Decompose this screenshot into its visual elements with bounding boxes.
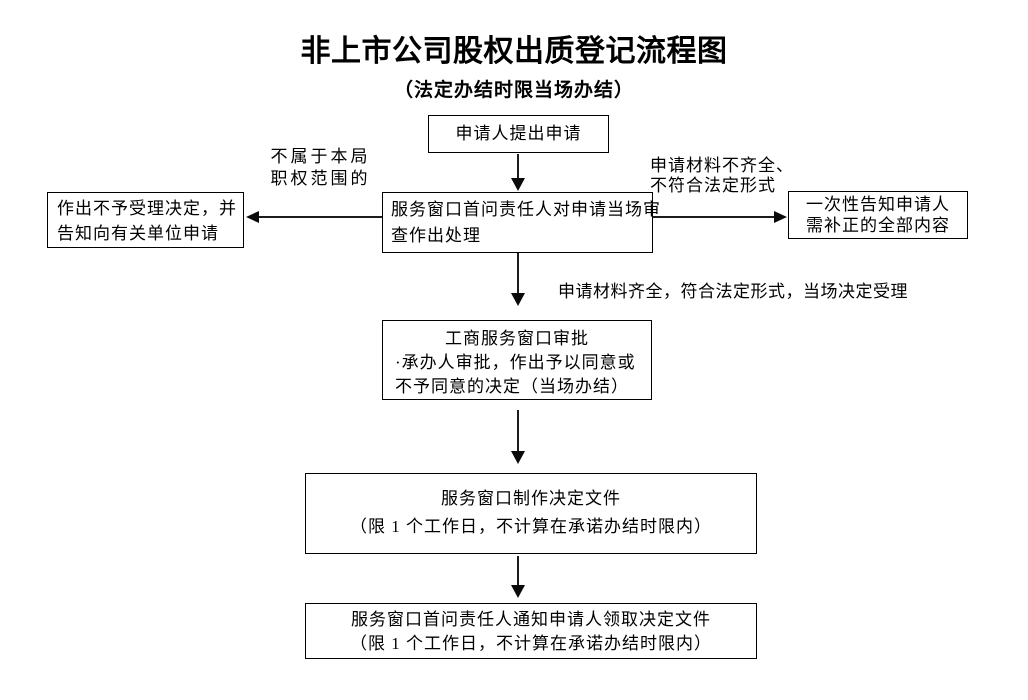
node-notify-correction-box: 一次性告知申请人 需补正的全部内容 bbox=[788, 191, 968, 239]
arrow-head-down-icon bbox=[511, 585, 525, 598]
node-approval-box: 工商服务窗口审批 ·承办人审批，作出予以同意或 不予同意的决定（当场办结） bbox=[382, 320, 652, 400]
node-notify-pickup-box: 服务窗口首问责任人通知申请人领取决定文件 （限 1 个工作日，不计算在承诺办结时… bbox=[305, 603, 757, 659]
node-reject-line2: 告知向有关单位申请 bbox=[57, 224, 219, 243]
edge-label-incomplete-line2: 不符合法定形式 bbox=[650, 176, 776, 195]
arrow-approval-to-document bbox=[517, 410, 519, 452]
node-review-line1: 服务窗口首问责任人对申请当场审 bbox=[391, 200, 661, 219]
arrow-head-left-icon bbox=[246, 211, 259, 223]
arrow-head-down-icon bbox=[511, 293, 525, 306]
arrow-review-to-correction bbox=[653, 216, 775, 218]
node-approval-line2: 不予同意的决定（当场办结） bbox=[395, 377, 629, 396]
arrow-head-down-icon bbox=[511, 451, 525, 464]
node-notify-correction-line1: 一次性告知申请人 bbox=[806, 195, 950, 214]
node-notify-pickup-line1: 服务窗口首问责任人通知申请人领取决定文件 bbox=[351, 610, 711, 629]
page-title: 非上市公司股权出质登记流程图 bbox=[300, 35, 728, 68]
node-make-document-box: 服务窗口制作决定文件 （限 1 个工作日，不计算在承诺办结时限内） bbox=[305, 473, 757, 554]
node-reject-box: 作出不予受理决定，并 告知向有关单位申请 bbox=[47, 192, 244, 248]
arrow-review-to-reject bbox=[257, 216, 382, 218]
arrow-apply-to-review bbox=[517, 154, 519, 180]
edge-label-incomplete: 申请材料不齐全、 不符合法定形式 bbox=[650, 156, 820, 196]
node-notify-pickup-line2: （限 1 个工作日，不计算在承诺办结时限内） bbox=[350, 634, 712, 653]
node-apply-label: 申请人提出申请 bbox=[455, 124, 582, 143]
edge-label-complete: 申请材料齐全，符合法定形式，当场决定受理 bbox=[558, 282, 908, 301]
node-reject-line1: 作出不予受理决定，并 bbox=[57, 199, 237, 218]
node-review-line2: 查作出处理 bbox=[391, 226, 481, 245]
node-notify-correction-line2: 需补正的全部内容 bbox=[806, 216, 950, 235]
node-approval-line1: ·承办人审批，作出予以同意或 bbox=[395, 353, 636, 372]
edge-label-out-of-scope-line1: 不属于本局 bbox=[270, 147, 371, 166]
node-review-box: 服务窗口首问责任人对申请当场审 查作出处理 bbox=[382, 192, 661, 253]
arrow-head-right-icon bbox=[774, 211, 787, 223]
edge-label-out-of-scope-line2: 职权范围的 bbox=[270, 169, 371, 188]
arrow-review-to-approval bbox=[517, 253, 519, 294]
edge-label-incomplete-line1: 申请材料不齐全、 bbox=[650, 156, 794, 175]
node-approval-heading: 工商服务窗口审批 bbox=[445, 329, 589, 348]
node-make-document-line2: （限 1 个工作日，不计算在承诺办结时限内） bbox=[350, 517, 712, 536]
arrow-head-down-icon bbox=[511, 178, 525, 191]
node-apply-box: 申请人提出申请 bbox=[428, 115, 609, 153]
node-make-document-line1: 服务窗口制作决定文件 bbox=[441, 489, 621, 508]
edge-label-out-of-scope: 不属于本局 职权范围的 bbox=[253, 146, 388, 190]
arrow-document-to-pickup bbox=[517, 556, 519, 586]
page-subtitle: （法定办结时限当场办结） bbox=[393, 80, 634, 101]
